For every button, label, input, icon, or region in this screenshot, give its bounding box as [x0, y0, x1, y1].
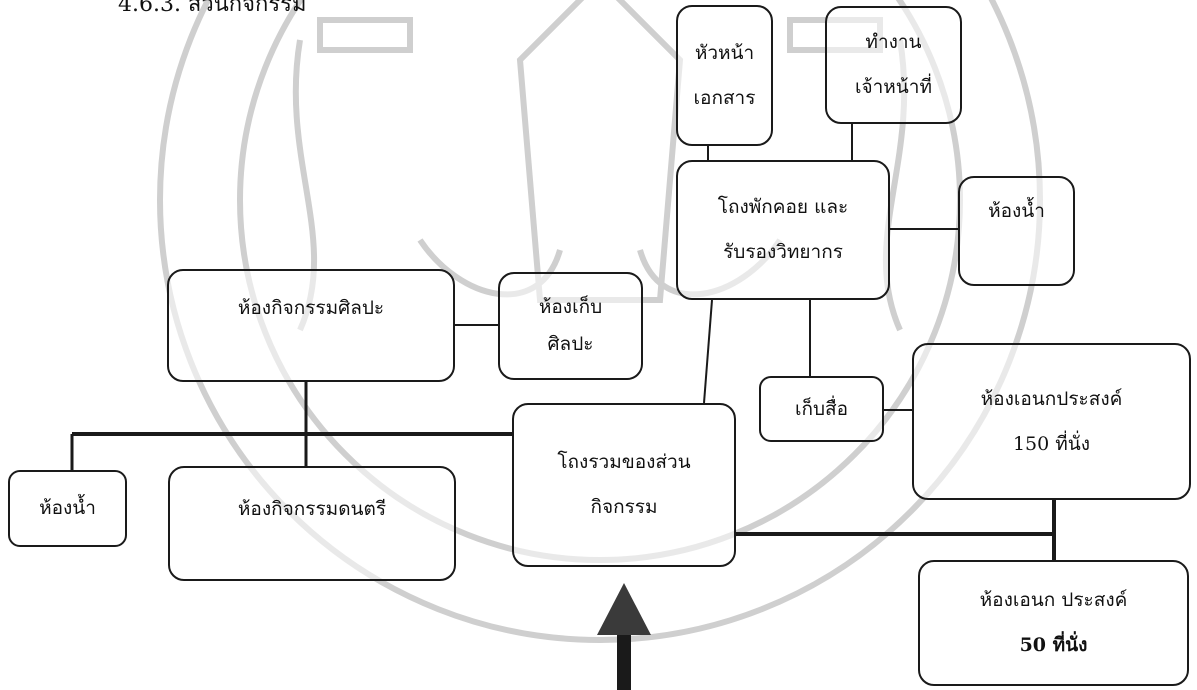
- room-document-head: หัวหน้า เอกสาร: [676, 5, 773, 146]
- room-multipurpose-150: ห้องเอนกประสงค์ 150 ที่นั่ง: [912, 343, 1191, 500]
- room-art-activity: ห้องกิจกรรมศิลปะ: [167, 269, 455, 382]
- room-multipurpose-50: ห้องเอนก ประสงค์ 50 ที่นั่ง: [918, 560, 1189, 686]
- room-staff-work: ทำงาน เจ้าหน้าที่: [825, 6, 962, 124]
- arrow-up-icon: [597, 583, 651, 690]
- room-restroom-left: ห้องน้ำ: [8, 470, 127, 547]
- room-music-activity: ห้องกิจกรรมดนตรี: [168, 466, 456, 581]
- room-media-storage: เก็บสื่อ: [759, 376, 884, 442]
- room-main-hall: โถงรวมของส่วน กิจกรรม: [512, 403, 736, 567]
- room-lounge-reception: โถงพักคอย และ รับรองวิทยากร: [676, 160, 890, 300]
- section-heading: 4.6.3. ส่วนกิจกรรม: [118, 0, 307, 17]
- room-restroom-right: ห้องน้ำ: [958, 176, 1075, 286]
- room-art-storage: ห้องเก็บ ศิลปะ: [498, 272, 643, 380]
